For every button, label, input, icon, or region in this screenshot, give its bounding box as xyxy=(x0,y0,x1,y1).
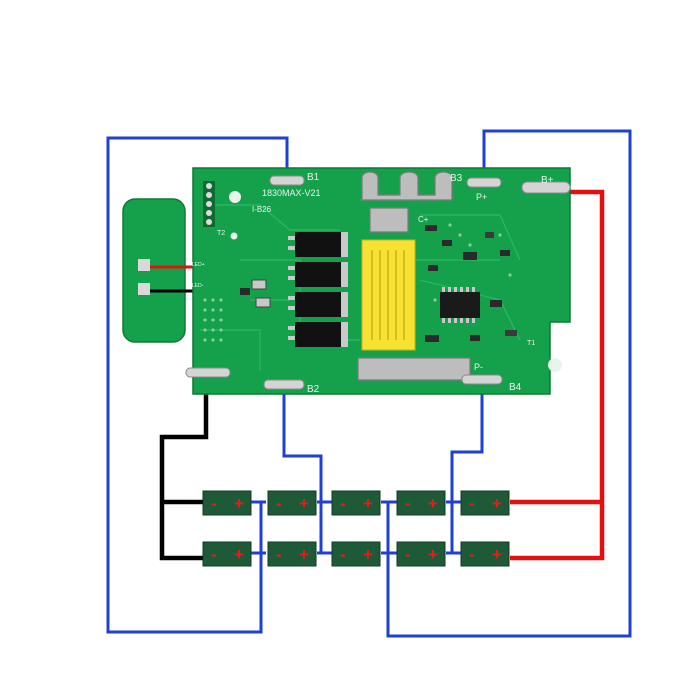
terminal-clips xyxy=(357,171,471,381)
cell-plus-label: + xyxy=(234,545,244,564)
mosfet-array xyxy=(288,232,348,347)
battery-cell: -+ xyxy=(396,541,446,567)
battery-cell: -+ xyxy=(267,490,317,516)
cell-minus-label: - xyxy=(340,494,346,513)
sense-header xyxy=(203,181,215,227)
battery-cell: -+ xyxy=(267,541,317,567)
led-plus-label: LED+ xyxy=(192,262,205,268)
cell-minus-label: - xyxy=(211,545,217,564)
battery-cell: -+ xyxy=(331,490,381,516)
cell-minus-label: - xyxy=(405,494,411,513)
cell-plus-label: + xyxy=(234,494,244,513)
cell-minus-label: - xyxy=(276,545,282,564)
battery-cell: -+ xyxy=(202,541,252,567)
cell-minus-label: - xyxy=(469,494,475,513)
wire-b1 xyxy=(106,136,289,634)
cell-plus-label: + xyxy=(492,494,502,513)
negative-wire xyxy=(159,372,209,561)
cell-plus-label: + xyxy=(428,545,438,564)
led-board xyxy=(122,198,200,343)
board-model: 1830MAX-V21 xyxy=(262,188,321,198)
cap-label: C+ xyxy=(418,215,429,224)
cell-plus-label: + xyxy=(492,545,502,564)
cell-plus-label: + xyxy=(299,494,309,513)
positive-wire xyxy=(510,189,605,561)
solder-pads xyxy=(185,175,571,390)
pad-label-b3: B3 xyxy=(450,173,463,184)
cell-minus-label: - xyxy=(340,545,346,564)
cell-plus-label: + xyxy=(428,494,438,513)
pad-label-pplus: P+ xyxy=(476,192,487,202)
battery-cell: -+ xyxy=(202,490,252,516)
cell-minus-label: - xyxy=(469,545,475,564)
cell-minus-label: - xyxy=(405,545,411,564)
wire-b2 xyxy=(282,388,323,553)
smd-components xyxy=(240,225,517,342)
cell-plus-label: + xyxy=(363,545,373,564)
sense-label: T2 xyxy=(217,230,225,237)
battery-connector xyxy=(361,239,416,351)
balance-wires xyxy=(106,129,632,638)
pad-label-pminus: P- xyxy=(474,362,483,372)
cell-minus-label: - xyxy=(276,494,282,513)
thermistor-label: T1 xyxy=(527,340,535,347)
board-code: I-B26 xyxy=(252,205,272,214)
pcb-board: 1830MAX-V21 I-B26 T2 T1 C+ LED+ LED- xyxy=(185,167,571,395)
battery-cell: -+ xyxy=(331,541,381,567)
pad-label-b2: B2 xyxy=(307,384,320,395)
battery-cells: -+-+-+-+-+-+-+-+-+-+ xyxy=(202,490,510,567)
pad-label-b1: B1 xyxy=(307,172,320,183)
wire-b3 xyxy=(386,129,632,638)
battery-cell: -+ xyxy=(460,490,510,516)
pad-label-b4: B4 xyxy=(509,382,522,393)
battery-cell: -+ xyxy=(396,490,446,516)
controller-ic xyxy=(440,287,480,323)
cell-minus-label: - xyxy=(211,494,217,513)
pad-label-bplus: B+ xyxy=(541,175,554,186)
wire-b4 xyxy=(450,382,484,553)
cell-plus-label: + xyxy=(299,545,309,564)
led-minus-label: LED- xyxy=(192,283,204,289)
cell-plus-label: + xyxy=(363,494,373,513)
battery-cell: -+ xyxy=(460,541,510,567)
